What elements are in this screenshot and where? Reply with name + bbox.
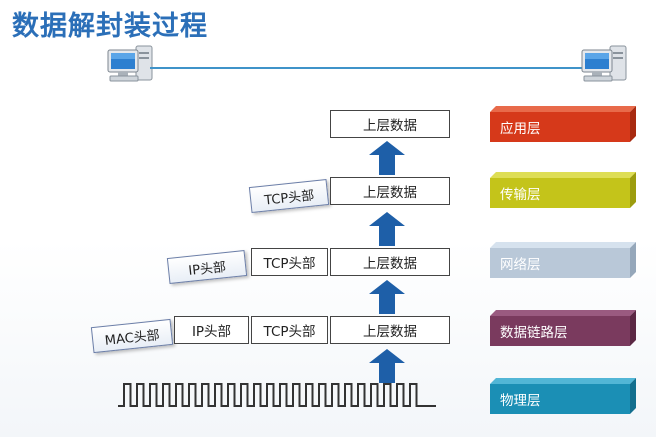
upper-data-box: 上层数据 (330, 177, 450, 205)
tcp-header-box: TCP头部 (251, 316, 328, 344)
tcp-header-box: TCP头部 (251, 248, 328, 276)
layer-bar-shape (490, 310, 636, 346)
layer-label: 数据链路层 (500, 325, 568, 341)
arrow-up-icon (369, 349, 405, 383)
arrow-up-icon (369, 212, 405, 246)
arrow-up-icon (369, 280, 405, 314)
ip-header-box: IP头部 (174, 316, 249, 344)
layer-label: 应用层 (500, 121, 541, 137)
layer-bar: 应用层 (490, 106, 640, 144)
computer-icon (581, 45, 627, 82)
upper-data-box: 上层数据 (330, 316, 450, 344)
network-link-line (150, 67, 582, 69)
upper-data-box: 上层数据 (330, 110, 450, 138)
layer-label: 传输层 (500, 187, 541, 203)
layer-bar: 物理层 (490, 378, 640, 416)
layer-bar: 网络层 (490, 242, 640, 280)
tcp-header-tag: TCP头部 (248, 178, 330, 214)
layer-bar-shape (490, 106, 636, 142)
computer-icon (107, 45, 153, 82)
layer-bar-shape (490, 378, 636, 414)
layer-bar: 传输层 (490, 172, 640, 210)
mac-header-tag: MAC头部 (90, 318, 174, 354)
layer-bar-shape (490, 172, 636, 208)
square-wave-icon (118, 383, 436, 407)
layer-bar-shape (490, 242, 636, 278)
layer-label: 物理层 (500, 393, 541, 409)
upper-data-box: 上层数据 (330, 248, 450, 276)
ip-header-tag: IP头部 (166, 249, 248, 285)
layer-label: 网络层 (500, 257, 541, 273)
arrow-up-icon (369, 141, 405, 175)
page-title: 数据解封装过程 (12, 11, 208, 42)
layer-bar: 数据链路层 (490, 310, 640, 348)
